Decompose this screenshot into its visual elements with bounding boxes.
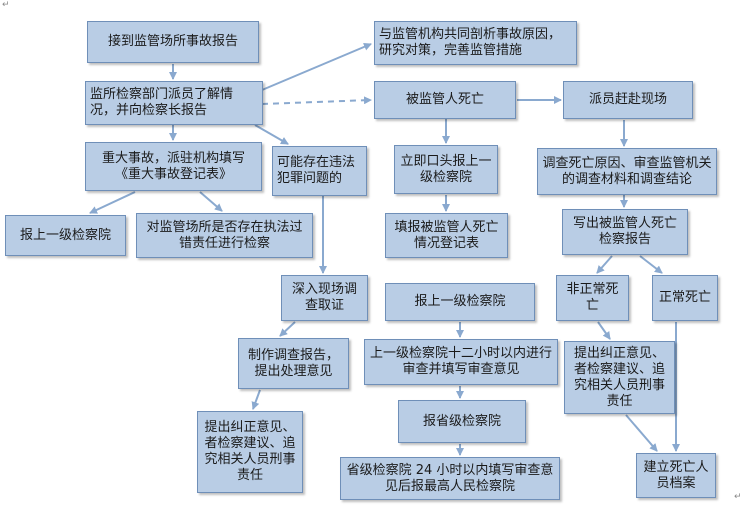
node-analyze-with-agency: 与监管机构共同剖析事故原因，研究对策，完善监管措施: [374, 21, 577, 65]
node-normal-death: 正常死亡: [652, 275, 718, 321]
arrow-n13-n17: [639, 255, 663, 274]
node-fill-death-form: 填报被监管人死亡情况登记表: [385, 213, 508, 258]
node-receive-report: 接到监管场所事故报告: [87, 21, 259, 63]
node-investigate-death-cause: 调查死亡原因、审查监管机关的调查材料和调查结论: [537, 148, 717, 195]
arrow-n13-n16: [596, 255, 613, 274]
arrow-n2-n4: [261, 96, 372, 105]
node-possible-crime: 可能存在违法犯罪问题的: [272, 146, 367, 196]
node-report-upper-mid: 报上一级检察院: [385, 283, 535, 321]
arrow-n20-n24: [625, 414, 658, 452]
arrow-n6-n11: [199, 191, 223, 212]
node-provincial-review-24h: 省级检察院 24 小时以内填写审查意见后报最高人民检察院: [340, 457, 560, 500]
node-upper-review-12h: 上一级检察院十二小时以内进行审查并填写审查意见: [364, 339, 558, 385]
node-make-report: 制作调查报告，提出处理意见: [238, 338, 349, 389]
node-correction-left: 提出纠正意见、者检察建议、追究相关人员刑事责任: [197, 411, 303, 493]
arrow-n2-n7: [254, 124, 289, 145]
paragraph-mark: ↵: [2, 0, 10, 10]
node-major-accident: 重大事故，派驻机构填写《重大事故登记表》: [85, 142, 262, 191]
node-dispatch-to-scene: 派员赶赴现场: [563, 81, 693, 119]
node-detainee-death: 被监管人死亡: [374, 81, 516, 119]
arrow-n14-n18: [279, 321, 296, 337]
arrow-n6-n10: [89, 191, 136, 214]
node-abnormal-death: 非正常死亡: [556, 275, 629, 321]
node-correction-right: 提出纠正意见、者检察建议、追究相关人员刑事责任: [564, 341, 675, 414]
arrow-n2-n3: [261, 43, 372, 91]
node-dispatch-investigate: 监所检察部门派员了解情况，并向检察长报告: [85, 81, 263, 125]
node-field-investigation: 深入现场调查取证: [281, 275, 368, 321]
paragraph-mark: ↵: [734, 492, 742, 502]
node-death-archive: 建立死亡人员档案: [636, 453, 716, 498]
node-oral-report: 立即口头报上一级检察院: [394, 145, 498, 194]
node-report-upper-left: 报上一级检察院: [5, 215, 126, 256]
node-check-fault-liability: 对监管场所是否存在执法过错责任进行检察: [136, 213, 313, 258]
arrow-n18-n22: [251, 389, 261, 410]
node-write-death-report: 写出被监管人死亡检察报告: [562, 209, 688, 255]
node-report-provincial: 报省级检察院: [398, 400, 526, 443]
arrow-n16-n20: [597, 321, 611, 340]
